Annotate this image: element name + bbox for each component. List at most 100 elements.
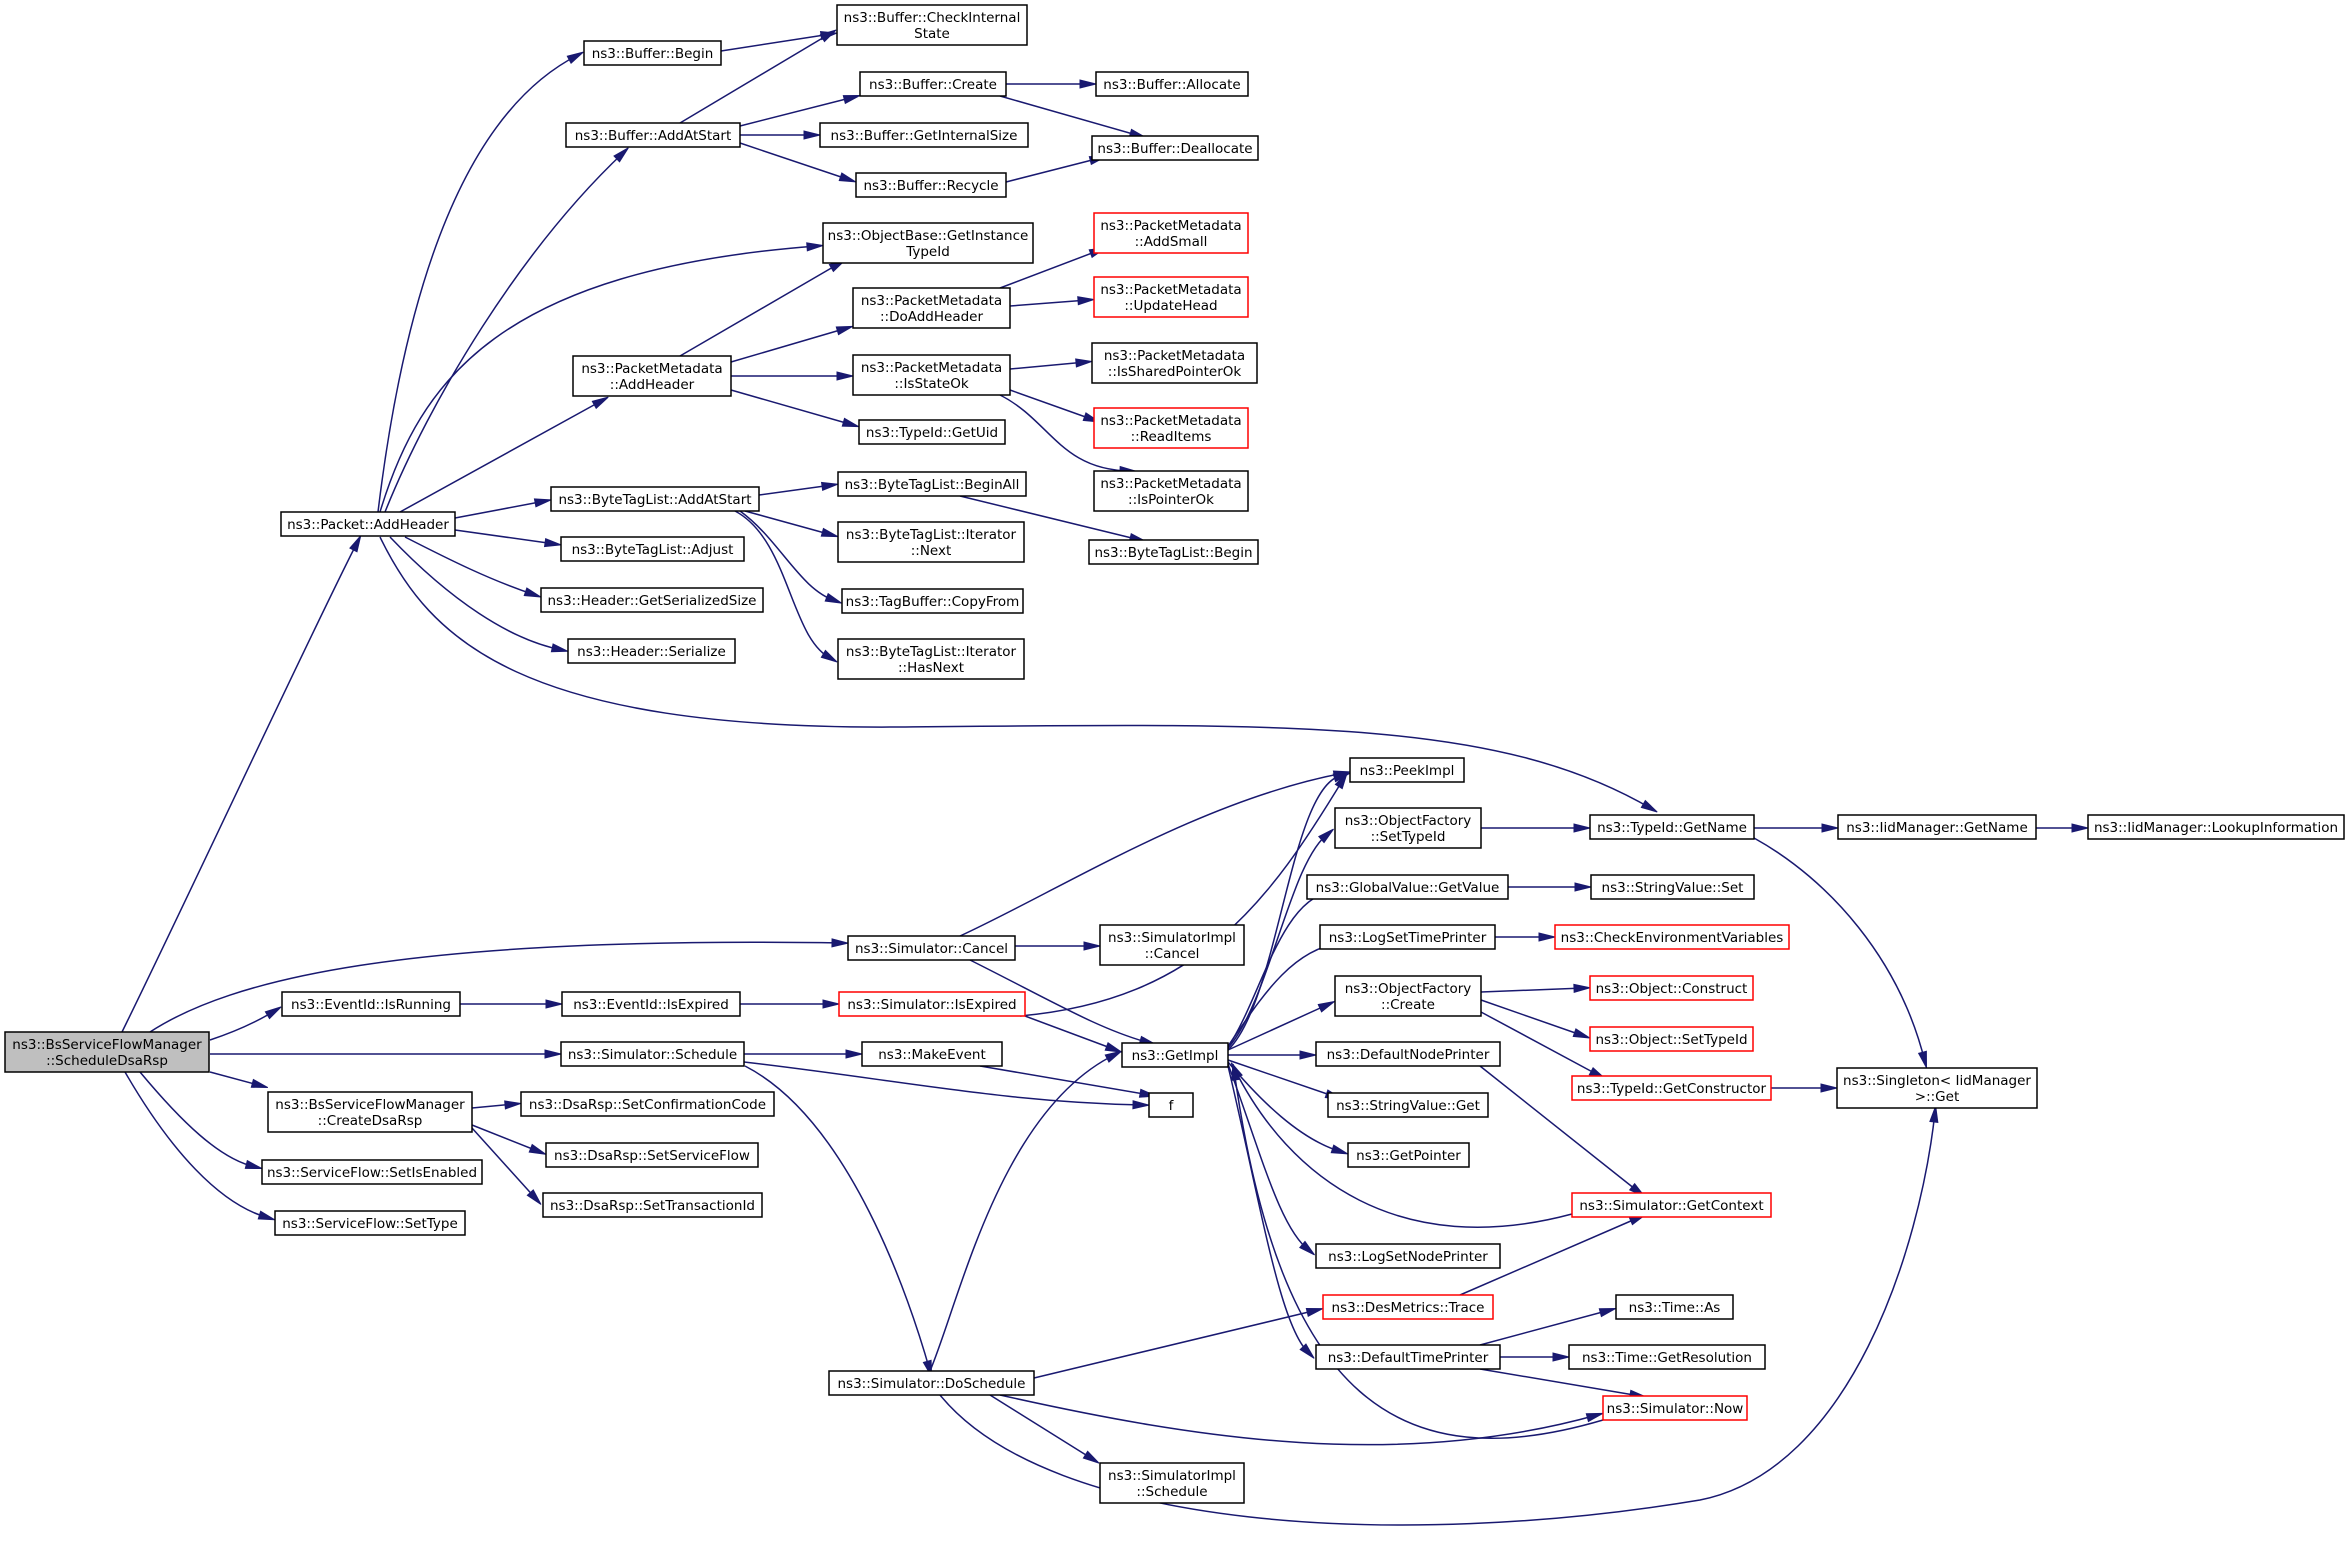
- node-dsarsp-setsf[interactable]: ns3::DsaRsp::SetServiceFlow: [545, 1142, 759, 1168]
- edge-line: [720, 33, 832, 52]
- node-pm-ispointerok[interactable]: ns3::PacketMetadata::IsPointerOk: [1093, 470, 1249, 512]
- edge-pkt_addheader-to-pm_addheader: [399, 396, 609, 513]
- edge-pm_addheader-to-typeid_getuid: [730, 389, 860, 428]
- node-iidmgr-lookup[interactable]: ns3::IidManager::LookupInformation: [2087, 814, 2345, 840]
- node-label: TypeId: [905, 244, 950, 260]
- node-sv-get[interactable]: ns3::StringValue::Get: [1327, 1092, 1489, 1118]
- edge-arrowhead: [526, 1189, 542, 1205]
- node-btl-adjust[interactable]: ns3::ByteTagList::Adjust: [560, 536, 745, 562]
- node-of-settypeid[interactable]: ns3::ObjectFactory::SetTypeId: [1334, 807, 1482, 849]
- node-sim-doschedule[interactable]: ns3::Simulator::DoSchedule: [828, 1370, 1035, 1396]
- edge-line: [939, 1111, 1936, 1526]
- node-eventid-isrunning[interactable]: ns3::EventId::IsRunning: [281, 991, 461, 1017]
- edge-btl_addatstart-to-tagbuf_copyfrom: [739, 510, 842, 604]
- node-f[interactable]: f: [1148, 1092, 1194, 1118]
- edge-bsf_createdsarsp-to-dsarsp_settid: [471, 1127, 542, 1205]
- node-pm-updatehead[interactable]: ns3::PacketMetadata::UpdateHead: [1093, 276, 1249, 318]
- node-peekimpl[interactable]: ns3::PeekImpl: [1349, 757, 1465, 783]
- edge-getimpl-to-log_settimeprinter: [1227, 940, 1347, 1047]
- node-typeid-getname[interactable]: ns3::TypeId::GetName: [1589, 814, 1755, 840]
- node-typeid-getuid[interactable]: ns3::TypeId::GetUid: [858, 419, 1006, 445]
- edge-sim_cancel-to-peekimpl: [959, 770, 1351, 937]
- node-btl-iter-hasnext[interactable]: ns3::ByteTagList::Iterator::HasNext: [837, 638, 1025, 680]
- edge-line: [454, 529, 556, 545]
- node-pkt-addheader[interactable]: ns3::Packet::AddHeader: [280, 511, 456, 537]
- node-pm-readitems[interactable]: ns3::PacketMetadata::ReadItems: [1093, 407, 1249, 449]
- node-buf-create[interactable]: ns3::Buffer::Create: [859, 71, 1007, 97]
- node-dsarsp-setconf[interactable]: ns3::DsaRsp::SetConfirmationCode: [520, 1091, 775, 1117]
- node-box: [819, 122, 1029, 148]
- edge-arrowhead: [1075, 358, 1093, 368]
- edge-line: [743, 1061, 1144, 1106]
- edge-line: [744, 510, 833, 536]
- node-pm-isstateok[interactable]: ns3::PacketMetadata::IsStateOk: [852, 354, 1011, 396]
- node-label: ns3::Header::Serialize: [577, 644, 726, 660]
- node-box: [852, 287, 1011, 329]
- node-iidmgr-getname[interactable]: ns3::IidManager::GetName: [1837, 814, 2037, 840]
- node-checkenv[interactable]: ns3::CheckEnvironmentVariables: [1554, 924, 1790, 950]
- node-btl-begin[interactable]: ns3::ByteTagList::Begin: [1088, 539, 1259, 565]
- edge-pkt_addheader-to-buf_begin: [377, 51, 584, 513]
- node-hdr-getsersize[interactable]: ns3::Header::GetSerializedSize: [540, 587, 764, 613]
- node-sim-schedule[interactable]: ns3::Simulator::Schedule: [560, 1041, 745, 1067]
- edge-arrowhead: [845, 1049, 863, 1059]
- node-sim-now[interactable]: ns3::Simulator::Now: [1602, 1395, 1748, 1421]
- node-buf-begin[interactable]: ns3::Buffer::Begin: [583, 40, 722, 66]
- node-box: [2087, 814, 2345, 840]
- node-simimpl-schedule[interactable]: ns3::SimulatorImpl::Schedule: [1099, 1462, 1245, 1504]
- node-sim-isexpired[interactable]: ns3::Simulator::IsExpired: [838, 991, 1026, 1017]
- node-buf-getinternalsize[interactable]: ns3::Buffer::GetInternalSize: [819, 122, 1029, 148]
- edge-line: [1009, 361, 1087, 370]
- node-dsarsp-settid[interactable]: ns3::DsaRsp::SetTransactionId: [542, 1192, 763, 1218]
- node-obj-settypeid[interactable]: ns3::Object::SetTypeId: [1589, 1026, 1754, 1052]
- node-box: [828, 1370, 1035, 1396]
- node-obj-construct[interactable]: ns3::Object::Construct: [1589, 975, 1754, 1001]
- node-singleton-get[interactable]: ns3::Singleton< IidManager>::Get: [1836, 1067, 2038, 1109]
- node-buf-addatstart[interactable]: ns3::Buffer::AddAtStart: [565, 122, 741, 148]
- edge-line: [744, 1065, 931, 1372]
- node-box: [545, 1142, 759, 1168]
- node-typeid-getctor[interactable]: ns3::TypeId::GetConstructor: [1571, 1075, 1772, 1101]
- node-sf-setisenabled[interactable]: ns3::ServiceFlow::SetIsEnabled: [261, 1159, 483, 1185]
- node-buf-deallocate[interactable]: ns3::Buffer::Deallocate: [1091, 135, 1259, 161]
- node-makeevent[interactable]: ns3::MakeEvent: [861, 1041, 1003, 1067]
- node-pm-addsmall[interactable]: ns3::PacketMetadata::AddSmall: [1093, 212, 1249, 254]
- node-getpointer[interactable]: ns3::GetPointer: [1347, 1142, 1470, 1168]
- node-sim-cancel[interactable]: ns3::Simulator::Cancel: [847, 935, 1016, 961]
- node-label: ns3::SimulatorImpl: [1108, 930, 1236, 946]
- node-buf-allocate[interactable]: ns3::Buffer::Allocate: [1095, 71, 1249, 97]
- node-bsf-createdsarsp[interactable]: ns3::BsServiceFlowManager::CreateDsaRsp: [267, 1091, 473, 1133]
- node-sim-getcontext[interactable]: ns3::Simulator::GetContext: [1571, 1192, 1772, 1218]
- node-label: State: [914, 26, 950, 42]
- node-box: [1091, 342, 1258, 384]
- node-buf-recycle[interactable]: ns3::Buffer::Recycle: [855, 172, 1007, 198]
- edge-buf_begin-to-buf_checkinternal: [720, 31, 838, 52]
- node-log-settimeprinter[interactable]: ns3::LogSetTimePrinter: [1319, 924, 1496, 950]
- node-simimpl-cancel[interactable]: ns3::SimulatorImpl::Cancel: [1099, 924, 1245, 966]
- node-btl-addatstart[interactable]: ns3::ByteTagList::AddAtStart: [550, 486, 760, 512]
- node-log-setnodeprinter[interactable]: ns3::LogSetNodePrinter: [1315, 1243, 1501, 1269]
- node-time-as[interactable]: ns3::Time::As: [1615, 1294, 1734, 1320]
- node-of-create[interactable]: ns3::ObjectFactory::Create: [1334, 975, 1482, 1017]
- node-hdr-serialize[interactable]: ns3::Header::Serialize: [567, 638, 736, 664]
- edge-line: [404, 536, 536, 596]
- node-defnodeprinter[interactable]: ns3::DefaultNodePrinter: [1315, 1041, 1501, 1067]
- node-getimpl[interactable]: ns3::GetImpl: [1121, 1042, 1229, 1068]
- node-sv-set[interactable]: ns3::StringValue::Set: [1590, 874, 1755, 900]
- node-btl-beginall[interactable]: ns3::ByteTagList::BeginAll: [837, 471, 1027, 497]
- node-time-getres[interactable]: ns3::Time::GetResolution: [1568, 1344, 1766, 1370]
- node-eventid-isexpired[interactable]: ns3::EventId::IsExpired: [561, 991, 741, 1017]
- edge-bsf_createdsarsp-to-dsarsp_setconf: [471, 1100, 522, 1110]
- node-tagbuf-copyfrom[interactable]: ns3::TagBuffer::CopyFrom: [841, 588, 1024, 614]
- node-pm-issharedptrok[interactable]: ns3::PacketMetadata::IsSharedPointerOk: [1091, 342, 1258, 384]
- node-sf-settype[interactable]: ns3::ServiceFlow::SetType: [274, 1210, 466, 1236]
- node-gv-getvalue[interactable]: ns3::GlobalValue::GetValue: [1306, 874, 1509, 900]
- node-box: [1322, 1294, 1494, 1320]
- node-pm-addheader[interactable]: ns3::PacketMetadata::AddHeader: [572, 355, 732, 397]
- node-deftimeprinter[interactable]: ns3::DefaultTimePrinter: [1315, 1344, 1501, 1370]
- node-btl-iter-next[interactable]: ns3::ByteTagList::Iterator::Next: [837, 521, 1025, 563]
- node-desmetrics-trace[interactable]: ns3::DesMetrics::Trace: [1322, 1294, 1494, 1320]
- node-pm-doaddheader[interactable]: ns3::PacketMetadata::DoAddHeader: [852, 287, 1011, 329]
